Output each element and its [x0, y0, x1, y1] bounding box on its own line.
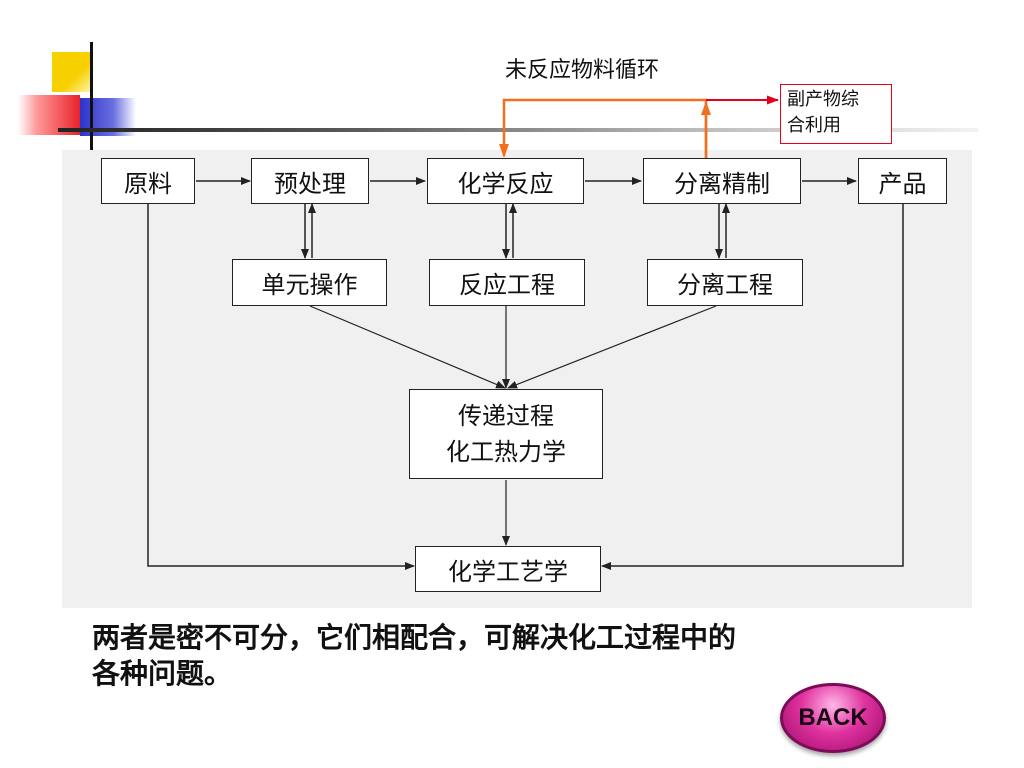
back-button-label: BACK: [798, 704, 868, 731]
arrow-sepeng-to-theory: [507, 305, 717, 389]
box-unit-operation: 单元操作: [232, 259, 387, 306]
byproduct-label-line2: 合利用: [787, 115, 841, 136]
loop-label: 未反应物料循环: [505, 58, 660, 83]
arrow-recycle-loop: [499, 98, 708, 158]
byproduct-label-line1: 副产物综: [787, 89, 859, 110]
back-button[interactable]: BACK: [780, 683, 886, 753]
box-chemical-reaction: 化学反应: [427, 158, 584, 204]
box-raw-material: 原料: [101, 158, 195, 204]
caption-text: 两者是密不可分，它们相配合，可解决化工过程中的 各种问题。: [92, 620, 952, 692]
box-product: 产品: [858, 158, 947, 204]
box-reaction-engineering: 反应工程: [429, 259, 585, 306]
caption-line1: 两者是密不可分，它们相配合，可解决化工过程中的: [92, 621, 737, 654]
arrow-unitop-to-theory: [309, 305, 506, 389]
caption-line2: 各种问题。: [92, 657, 233, 690]
box-transport-thermo: 传递过程 化工热力学: [409, 389, 603, 479]
box-separation-engineering: 分离工程: [647, 259, 803, 306]
arrow-product-to-tech: [601, 204, 904, 570]
decor-yellow-square: [52, 52, 92, 92]
diagram-panel: [62, 150, 972, 608]
box-chemical-technology: 化学工艺学: [415, 546, 601, 592]
box-separation-refining: 分离精制: [643, 158, 801, 204]
byproduct-box: 副产物综 合利用: [780, 84, 892, 144]
decor-title-rule: [58, 128, 978, 132]
box-pretreatment: 预处理: [251, 158, 369, 204]
decor-vertical-line: [90, 42, 93, 152]
theory-line1: 传递过程: [458, 402, 554, 430]
arrow-raw-to-tech: [147, 204, 415, 570]
theory-line2: 化工热力学: [446, 438, 566, 466]
